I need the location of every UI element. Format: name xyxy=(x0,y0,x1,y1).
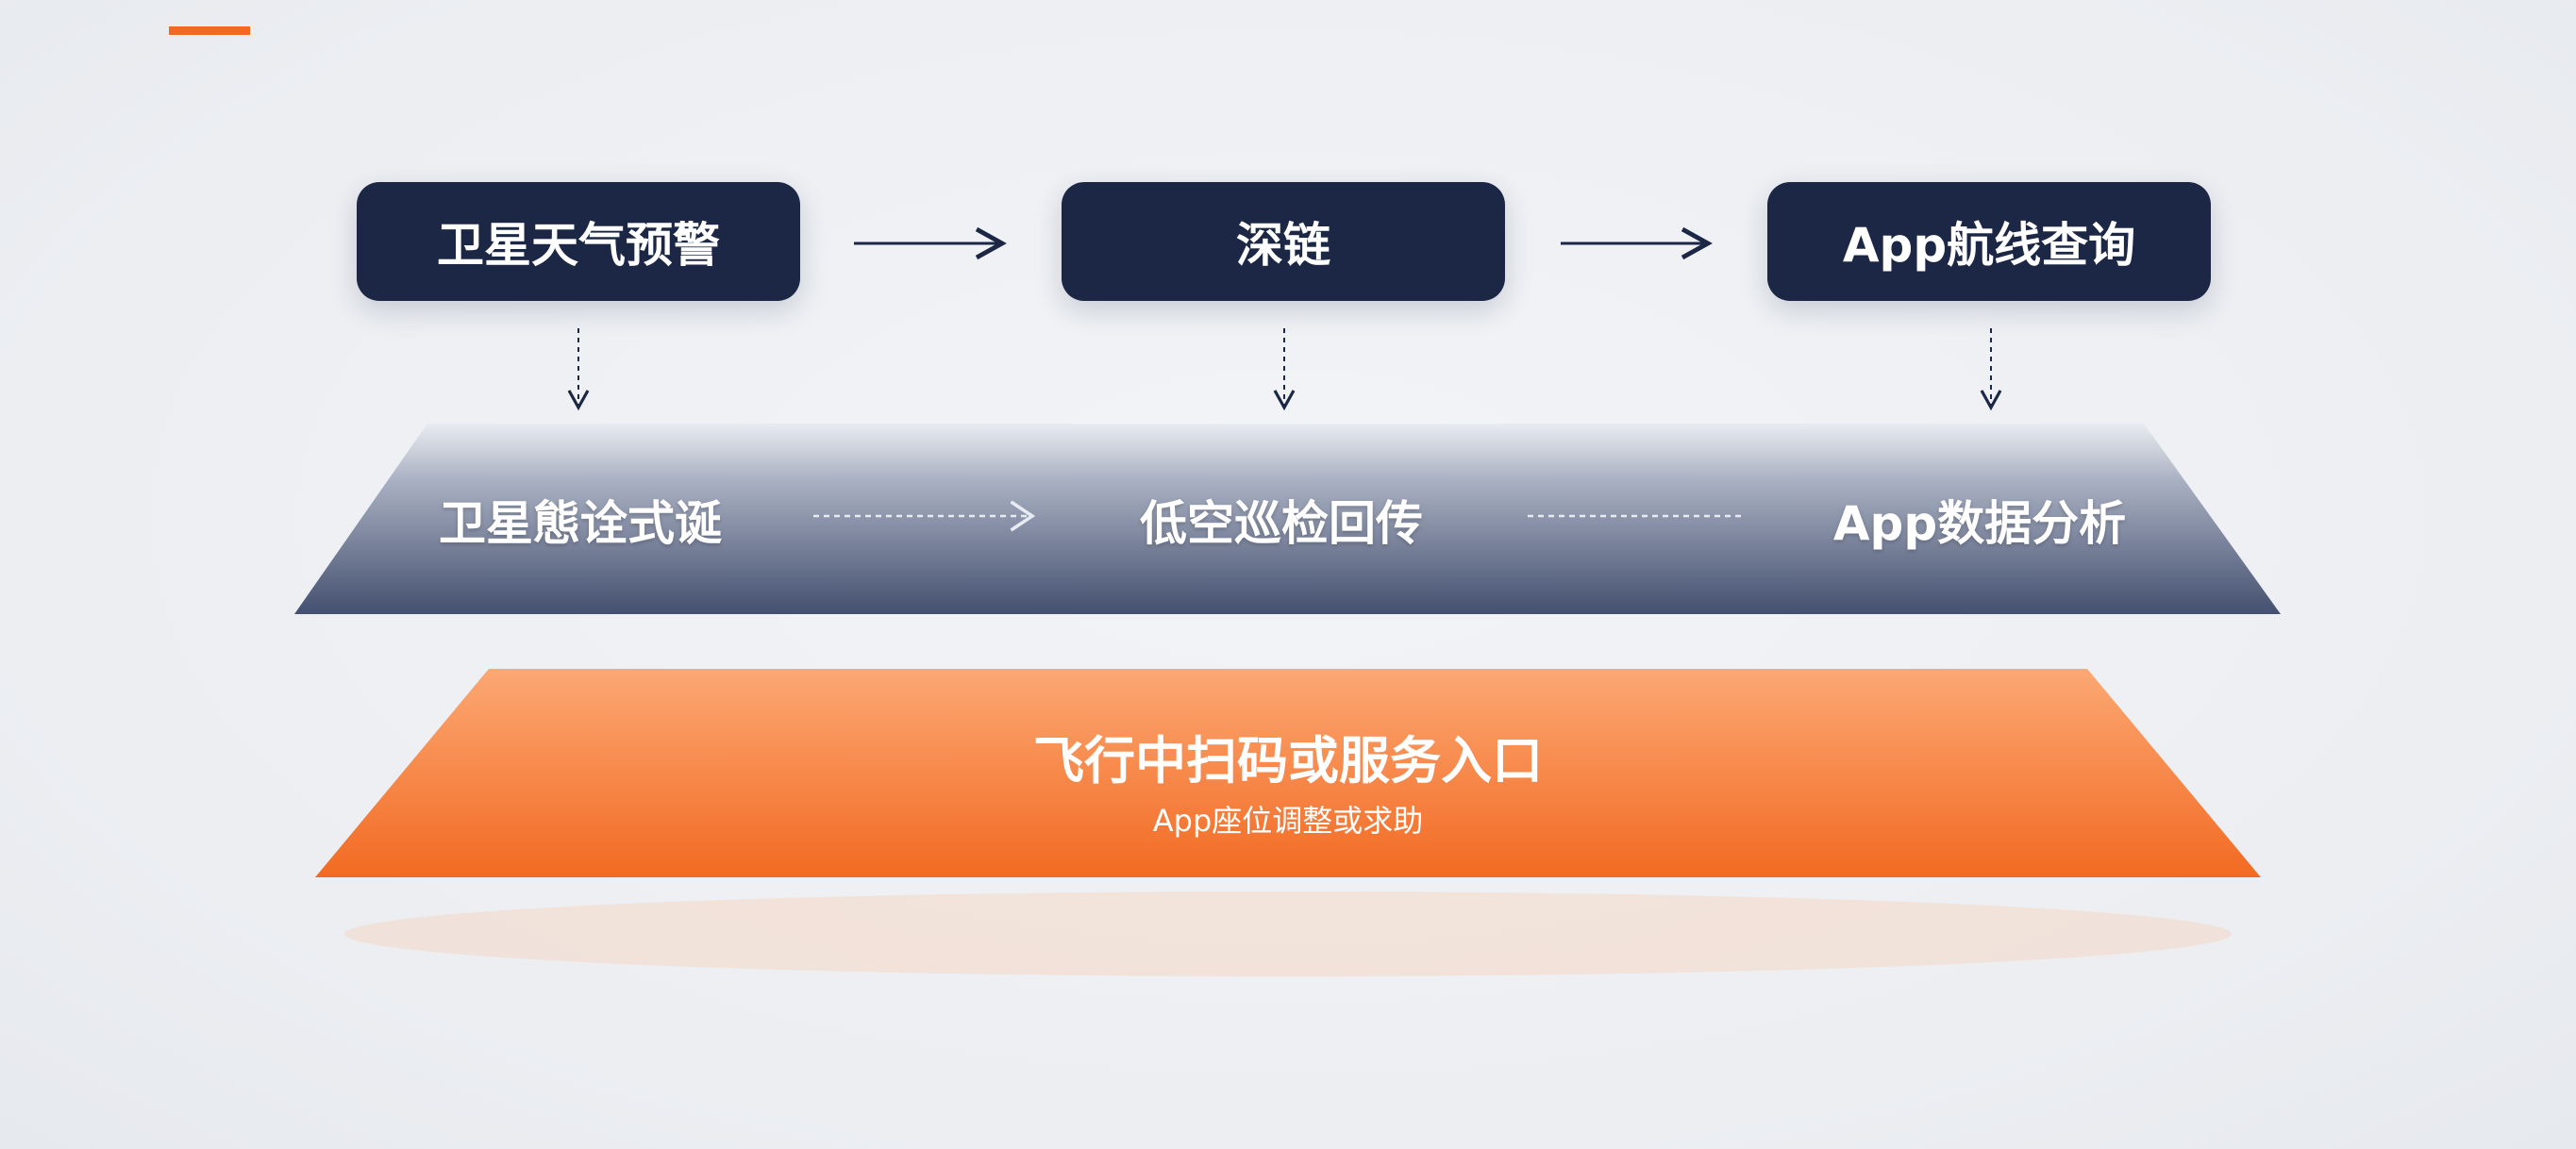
top-node-deeplink: 深链 xyxy=(1062,182,1505,301)
top-node-weather-alert: 卫星天气预警 xyxy=(357,182,800,301)
top-node-app-route: App航线查询 xyxy=(1767,182,2211,301)
node-label: App航线查询 xyxy=(1842,218,2136,273)
node-label: 深链 xyxy=(1236,218,1330,273)
middle-label-analytics: App数据分析 xyxy=(1832,496,2127,551)
orange-trapezoid xyxy=(315,669,2261,877)
dark-trapezoid xyxy=(294,424,2281,614)
middle-label-inspection: 低空巡检回传 xyxy=(1140,496,1423,551)
accent-bar xyxy=(169,26,250,35)
middle-label-satellite: 卫星態诠式诞 xyxy=(439,496,722,551)
bottom-title: 飞行中扫码或服务入口 xyxy=(1033,731,1543,791)
bottom-subtitle: App座位调整或求助 xyxy=(1152,803,1424,839)
node-label: 卫星天气预警 xyxy=(437,218,720,273)
orange-glow xyxy=(344,891,2232,976)
